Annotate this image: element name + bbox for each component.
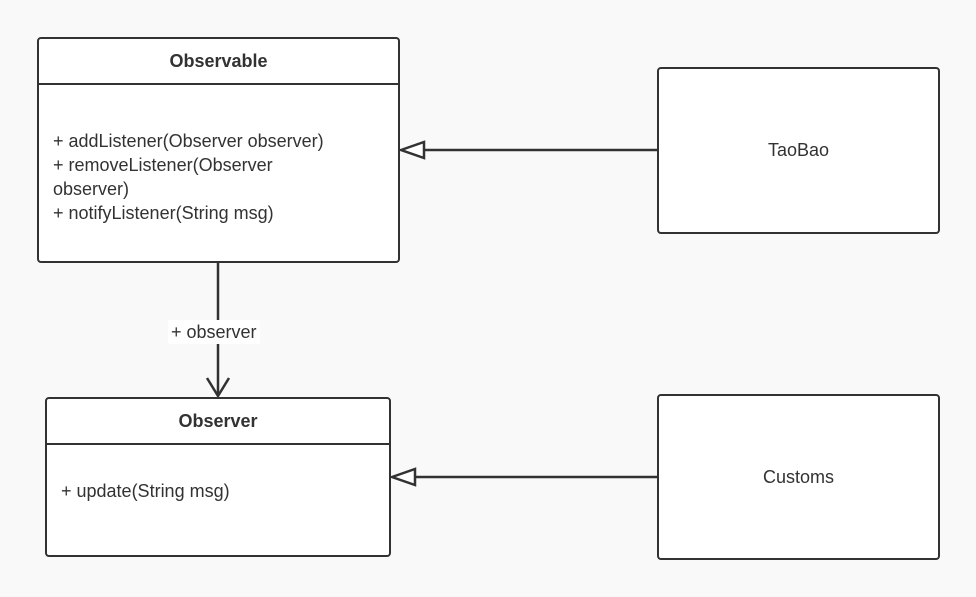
taobao-to-observable-arrowhead xyxy=(397,140,426,160)
observer-class[interactable]: Observer + update(String msg) xyxy=(45,397,391,557)
customs-label: Customs xyxy=(762,466,834,487)
observer-class-name: Observer xyxy=(178,410,258,431)
taobao-label: TaoBao xyxy=(767,140,830,160)
customs-box[interactable]: Customs xyxy=(657,394,940,560)
observer-class-methods: + update(String msg) xyxy=(47,445,389,503)
association-label: + observer xyxy=(168,320,260,344)
observable-class-methods: + addListener(Observer observer) + remov… xyxy=(39,85,398,225)
method-remove-listener-cont: observer) xyxy=(53,179,130,199)
observable-class-name: Observable xyxy=(169,50,268,71)
observable-class-header: Observable xyxy=(39,39,398,85)
taobao-box[interactable]: TaoBao xyxy=(657,67,940,234)
method-remove-listener: + removeListener(Observer xyxy=(53,155,273,175)
method-add-listener: + addListener(Observer observer) xyxy=(53,131,324,151)
observable-class[interactable]: Observable + addListener(Observer observ… xyxy=(37,37,400,263)
method-update: + update(String msg) xyxy=(61,481,230,501)
association-arrowhead xyxy=(205,377,231,399)
method-notify-listener: + notifyListener(String msg) xyxy=(53,203,274,223)
customs-to-observer-arrowhead xyxy=(388,467,417,487)
observer-class-header: Observer xyxy=(47,399,389,445)
